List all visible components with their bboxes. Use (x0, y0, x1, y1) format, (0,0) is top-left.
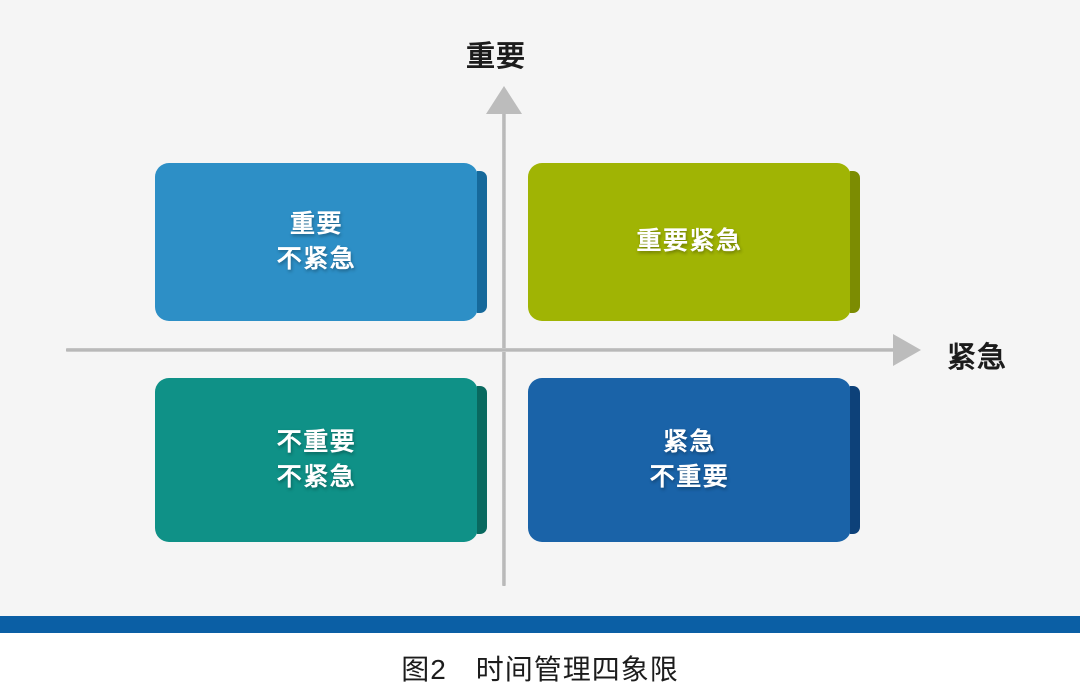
vertical-axis-label: 重要 (466, 41, 527, 73)
quadrant-card-important-not-urgent: 重要 不紧急 (155, 163, 487, 321)
card-bevel-edge (850, 386, 860, 534)
figure-canvas: 重要 紧急 重要 不紧急 重要紧急 不重要 不紧急 紧急 不重要 (66, 41, 1008, 586)
vertical-axis-arrow-icon (486, 86, 522, 114)
quadrant-label-line-1: 紧急 (662, 427, 716, 456)
vertical-axis-line (502, 103, 506, 586)
quadrant-label-line-2: 不重要 (649, 463, 730, 491)
horizontal-axis-line (66, 348, 896, 352)
card-bevel-edge (477, 386, 487, 534)
quadrant-label-line-2: 不紧急 (276, 463, 357, 491)
quadrant-card-not-important-not-urgent: 不重要 不紧急 (155, 378, 487, 542)
quadrant-label-line-1: 不重要 (276, 427, 357, 456)
card-bevel-edge (850, 171, 860, 313)
card-bevel-edge (477, 171, 487, 313)
horizontal-axis-arrow-icon (893, 334, 921, 366)
figure-caption: 图2 时间管理四象限 (401, 654, 679, 685)
footer-divider-bar (0, 616, 1080, 633)
quadrant-label-line-1: 重要 (289, 209, 343, 238)
quadrant-card-urgent-not-important: 紧急 不重要 (528, 378, 860, 542)
quadrant-card-important-urgent: 重要紧急 (528, 163, 860, 321)
quadrant-label-line-2: 不紧急 (276, 245, 357, 273)
horizontal-axis-label: 紧急 (947, 342, 1008, 374)
quadrant-label-line-1: 重要紧急 (636, 227, 743, 256)
